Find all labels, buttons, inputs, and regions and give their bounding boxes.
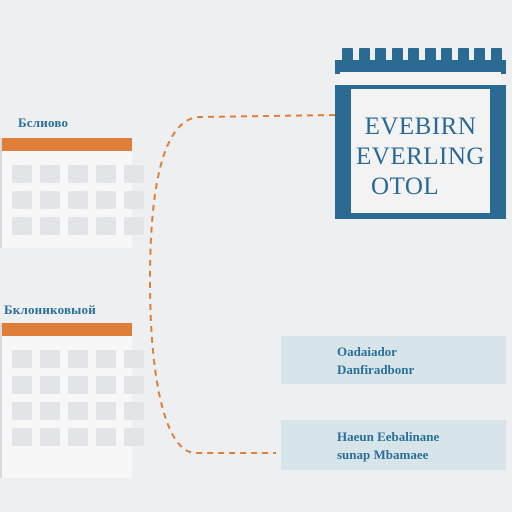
calendar-1-heading: Бслиово xyxy=(18,115,69,130)
calendar-cell xyxy=(40,376,60,394)
calendar-cell xyxy=(124,217,144,235)
calendar-binder-paper xyxy=(340,72,501,86)
calendar-cell xyxy=(68,191,88,209)
note-2-line-2: sunap Mbamaee xyxy=(337,447,429,462)
calendar-cell xyxy=(40,402,60,420)
calendar-cell xyxy=(12,428,32,446)
calendar-cell xyxy=(124,165,144,183)
event-card-line-3: OTOL xyxy=(371,173,440,200)
calendar-cell xyxy=(96,350,116,368)
calendar-cell xyxy=(68,428,88,446)
calendar-cell xyxy=(96,165,116,183)
note-box-1: Oadaiador Danfiradbonr xyxy=(281,336,506,384)
calendar-cell xyxy=(12,217,32,235)
calendar-cell xyxy=(12,402,32,420)
calendar-cell xyxy=(12,350,32,368)
note-1-line-2: Danfiradbonr xyxy=(337,362,415,377)
calendar-cell xyxy=(124,376,144,394)
event-calendar-card: EVEBIRN EVERLING OTOL xyxy=(335,85,506,219)
calendar-2-heading: Бклониковыой xyxy=(4,302,96,317)
note-1-line-1: Oadaiador xyxy=(337,344,397,359)
calendar-cell xyxy=(124,402,144,420)
calendar-cell xyxy=(12,165,32,183)
calendar-cell xyxy=(40,165,60,183)
calendar-1 xyxy=(0,138,144,248)
calendar-cell xyxy=(96,428,116,446)
calendar-cell xyxy=(96,217,116,235)
calendar-cell xyxy=(40,350,60,368)
note-box-2: Haeun Eebalinane sunap Mbamaee xyxy=(281,420,506,470)
calendar-cell xyxy=(124,350,144,368)
calendar-cell xyxy=(40,428,60,446)
calendar-cell xyxy=(68,376,88,394)
calendar-2 xyxy=(0,323,144,478)
calendar-cell xyxy=(96,402,116,420)
calendar-2-grid xyxy=(12,350,144,446)
event-card-line-2: EVERLING xyxy=(356,143,485,170)
calendar-cell xyxy=(12,376,32,394)
event-card-line-1: EVEBIRN xyxy=(364,113,477,140)
calendar-cell xyxy=(40,217,60,235)
calendar-cell xyxy=(96,191,116,209)
calendar-2-header-bar xyxy=(2,323,132,336)
calendar-cell xyxy=(124,191,144,209)
note-2-line-1: Haeun Eebalinane xyxy=(337,429,440,444)
calendar-cell xyxy=(68,165,88,183)
calendar-cell xyxy=(40,191,60,209)
calendar-cell xyxy=(68,217,88,235)
calendar-cell xyxy=(68,350,88,368)
calendar-1-grid xyxy=(12,165,144,235)
calendar-binder-strip xyxy=(335,60,506,74)
calendar-cell xyxy=(96,376,116,394)
event-calendar-page: EVEBIRN EVERLING OTOL xyxy=(351,85,490,213)
calendar-cell xyxy=(68,402,88,420)
calendar-1-header-bar xyxy=(2,138,132,151)
calendar-cell xyxy=(124,428,144,446)
calendar-cell xyxy=(12,191,32,209)
